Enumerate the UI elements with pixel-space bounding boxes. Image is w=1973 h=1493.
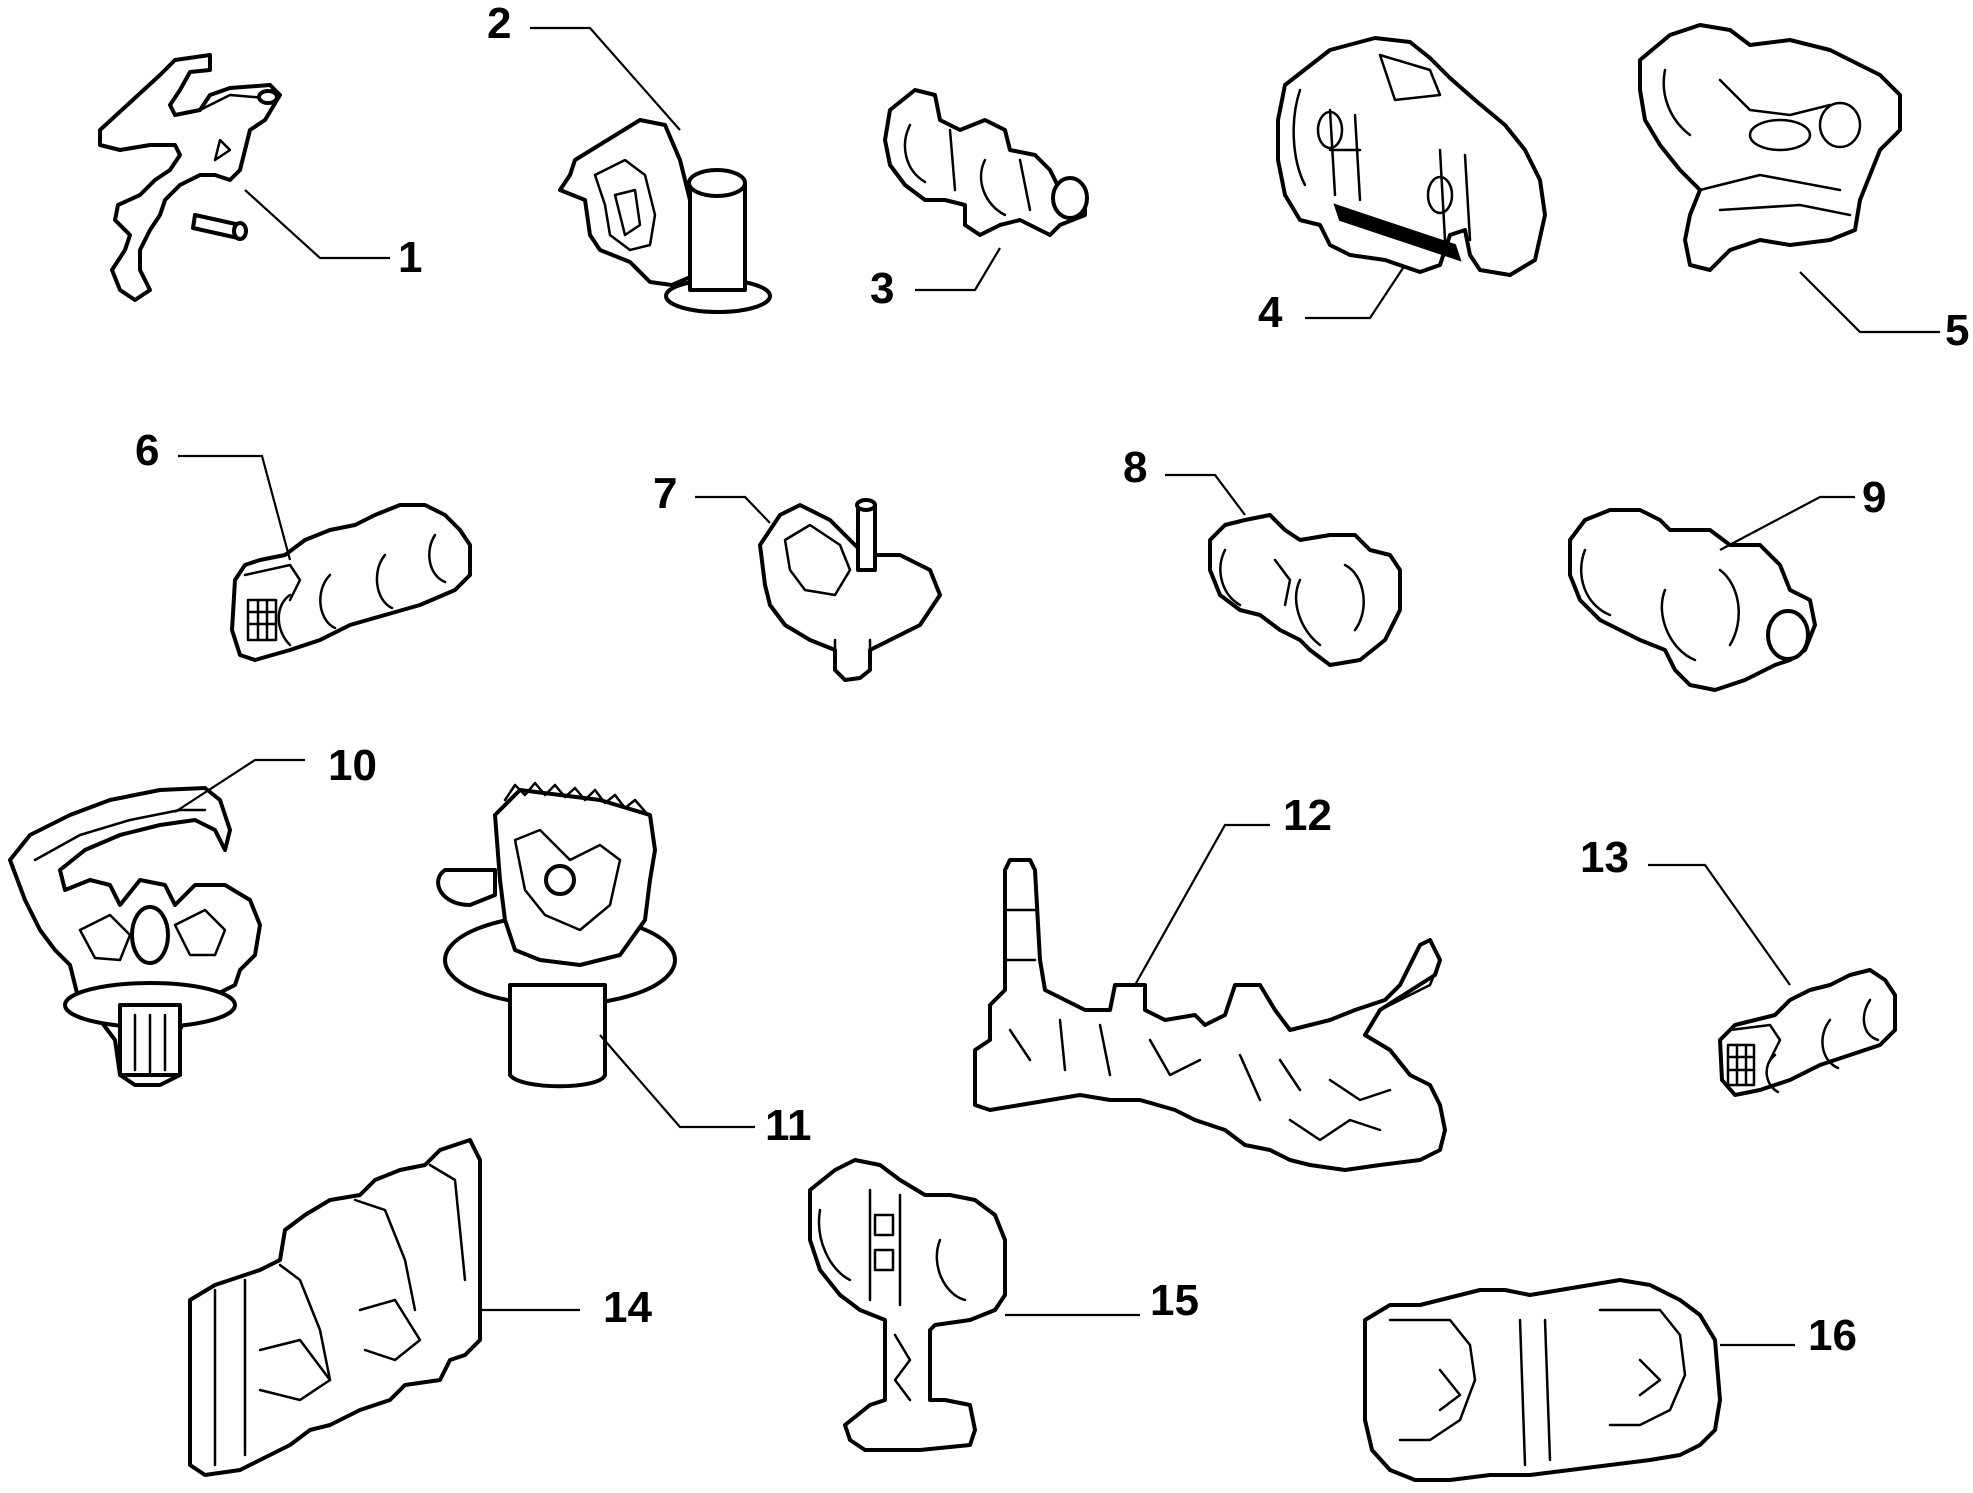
callout-13: 13	[1580, 833, 1629, 882]
callout-7: 7	[653, 469, 677, 518]
callout-3: 3	[870, 264, 894, 313]
callout-2: 2	[487, 0, 511, 48]
callout-16: 16	[1808, 1311, 1857, 1360]
part-4-rounded-block-clip	[1276, 36, 1547, 277]
part-6-triple-rack-clip	[230, 503, 472, 662]
leader-lines	[174, 26, 1940, 1347]
callout-8: 8	[1123, 443, 1147, 492]
part-1-metal-bracket	[98, 53, 282, 302]
callout-14: 14	[603, 1283, 652, 1332]
part-9-double-c-clip-button	[1568, 508, 1817, 692]
part-15-t-post-double-clip	[808, 1158, 1007, 1452]
callout-5: 5	[1945, 306, 1969, 355]
callout-11: 11	[765, 1101, 812, 1150]
part-11-flange-sleeve-clip	[436, 781, 677, 1089]
part-13-small-double-clip	[1718, 968, 1897, 1097]
part-3-double-clip	[883, 88, 1089, 237]
part-8-double-c-clip	[1208, 513, 1402, 667]
part-7-round-base-clip	[758, 498, 942, 682]
callout-9: 9	[1862, 473, 1886, 522]
callout-12: 12	[1283, 791, 1332, 840]
part-10-dual-clip-post	[8, 786, 262, 1087]
part-2-pin-clip	[558, 118, 772, 314]
callout-15: 15	[1150, 1276, 1199, 1325]
callout-10: 10	[328, 741, 377, 790]
callout-1: 1	[398, 233, 422, 282]
part-12-long-connector-bracket	[973, 858, 1447, 1172]
part-14-stepped-block-holder	[188, 1138, 482, 1477]
part-16-wide-saddle-clip	[1363, 1278, 1722, 1482]
callout-numbers: 1 2 3 4 5 6 7 8 9 10 11 12 13 14 15 16	[135, 0, 1969, 1360]
part-5-wide-clip	[1638, 23, 1902, 272]
callout-6: 6	[135, 426, 159, 475]
callout-4: 4	[1258, 288, 1283, 337]
